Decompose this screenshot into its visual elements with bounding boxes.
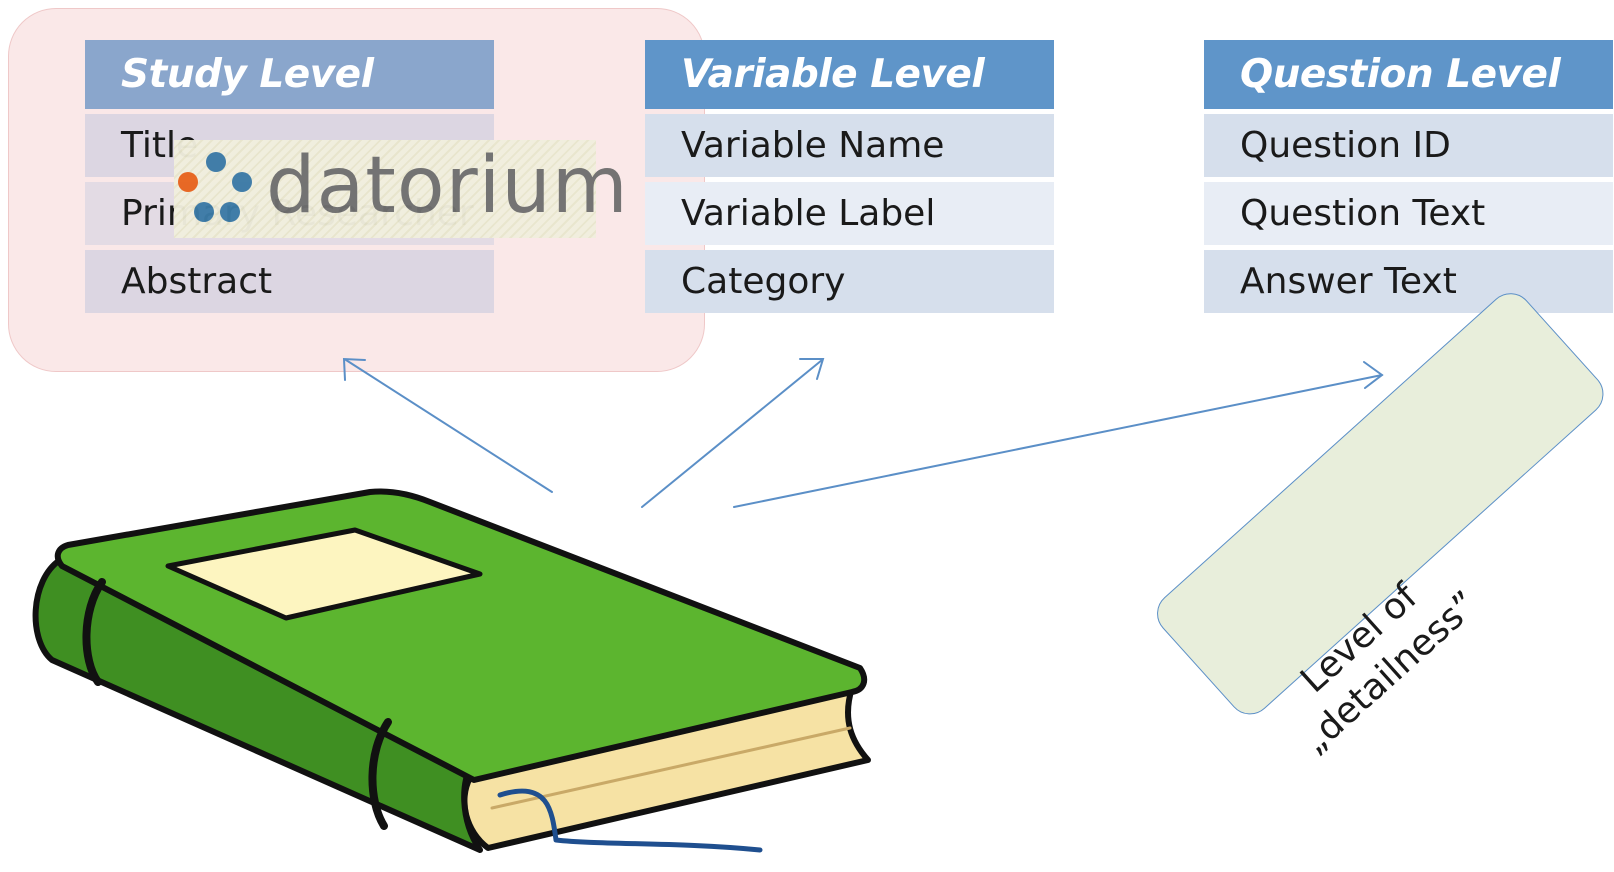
logo-text: datorium — [266, 141, 629, 231]
logo-dot-icon — [206, 152, 226, 172]
question-level-header: Question Level — [1204, 40, 1613, 109]
logo-dot-icon — [194, 202, 214, 222]
study-level-header: Study Level — [85, 40, 494, 109]
variable-level-table: Variable Level Variable Name Variable La… — [645, 40, 1054, 313]
logo-dot-icon — [178, 172, 198, 192]
logo-dot-icon — [220, 202, 240, 222]
question-row-answer: Answer Text — [1204, 250, 1613, 313]
arrow-to-question-head — [1363, 361, 1384, 389]
variable-row-category: Category — [645, 250, 1054, 313]
question-row-id: Question ID — [1204, 114, 1613, 177]
study-row-abstract: Abstract — [85, 250, 494, 313]
arrow-to-study — [345, 359, 553, 493]
logo-dot-icon — [232, 172, 252, 192]
question-level-table: Question Level Question ID Question Text… — [1204, 40, 1613, 313]
datorium-logo: datorium — [174, 140, 628, 238]
arrow-to-variable-head — [799, 358, 825, 380]
arrow-to-study-head — [342, 357, 366, 381]
arrow-to-variable — [641, 359, 823, 508]
arrow-to-question — [733, 374, 1383, 508]
variable-row-label: Variable Label — [645, 182, 1054, 245]
question-row-text: Question Text — [1204, 182, 1613, 245]
variable-row-name: Variable Name — [645, 114, 1054, 177]
book-icon — [32, 488, 871, 853]
variable-level-header: Variable Level — [645, 40, 1054, 109]
